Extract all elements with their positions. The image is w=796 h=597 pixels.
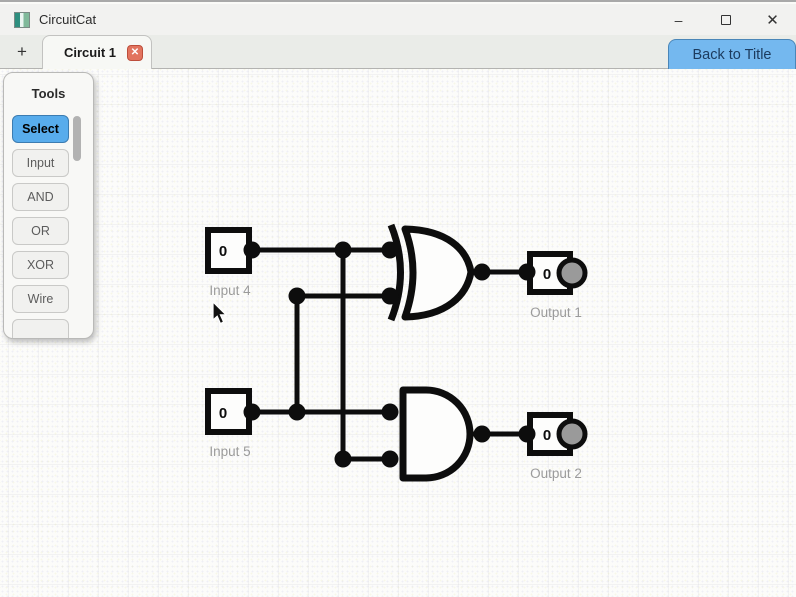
junction-dot (288, 403, 306, 421)
input4-label: Input 4 (209, 283, 251, 298)
output2-label: Output 2 (530, 466, 582, 481)
minimize-button[interactable]: – (655, 4, 702, 35)
output1-led (556, 257, 588, 289)
input4-value: 0 (219, 243, 227, 260)
tab-bar: + Circuit 1 ✕ Back to Title (0, 35, 796, 69)
close-button[interactable]: ✕ (749, 4, 796, 35)
output1-label: Output 1 (530, 305, 582, 320)
input4-component[interactable]: 0 Input 4 (205, 227, 252, 298)
and-gate[interactable] (399, 386, 474, 482)
connector-dot (473, 263, 491, 281)
maximize-button[interactable] (702, 4, 749, 35)
connector-dot (243, 403, 261, 421)
tool-button-select[interactable]: Select (12, 115, 69, 143)
circuit-canvas[interactable] (0, 69, 796, 597)
junction-dot (334, 241, 352, 259)
app-title: CircuitCat (39, 12, 97, 27)
tab-label: Circuit 1 (63, 45, 116, 60)
input5-label: Input 5 (209, 444, 250, 459)
connector-dot (381, 241, 399, 259)
xor-gate[interactable] (387, 223, 475, 322)
tool-button-partial[interactable] (12, 319, 69, 338)
tools-scrollbar[interactable] (73, 116, 81, 161)
close-icon: ✕ (766, 11, 779, 29)
maximize-icon (720, 14, 731, 25)
input5-value: 0 (219, 405, 227, 422)
title-bar: CircuitCat – ✕ (0, 4, 796, 35)
connector-dot (381, 450, 399, 468)
tools-panel-title: Tools (31, 86, 66, 101)
input5-box[interactable] (205, 388, 252, 435)
connector-dot (381, 287, 399, 305)
tab-close-button[interactable]: ✕ (127, 44, 143, 61)
tool-button-or[interactable]: OR (12, 217, 69, 245)
back-to-title-button[interactable]: Back to Title (668, 39, 796, 69)
connector-dot (473, 425, 491, 443)
input4-box[interactable] (205, 227, 252, 274)
mouse-cursor (212, 300, 228, 325)
tool-button-and[interactable]: AND (12, 183, 69, 211)
tool-button-wire[interactable]: Wire (12, 285, 69, 313)
connector-dot (518, 263, 536, 281)
tool-button-input[interactable]: Input (12, 149, 69, 177)
output1-value: 0 (543, 266, 551, 283)
input5-component[interactable]: 0 Input 5 (205, 388, 252, 459)
and-body (399, 386, 474, 482)
junction-dot (288, 287, 306, 305)
wire-input4-to-and-b[interactable] (340, 250, 390, 462)
connector-dot (243, 241, 261, 259)
xor-body (401, 225, 475, 321)
tools-panel: Tools Select Input AND OR XOR Wire (3, 72, 94, 339)
junction-dot (334, 450, 352, 468)
xor-back-arc (387, 223, 404, 322)
output2-component[interactable]: 0 Output 2 (527, 412, 588, 481)
output2-value: 0 (543, 427, 551, 444)
output1-component[interactable]: 0 Output 1 (527, 251, 588, 320)
wire-junctions (243, 241, 536, 468)
connector-dot (518, 425, 536, 443)
output2-led (556, 418, 588, 450)
new-tab-button[interactable]: + (10, 40, 34, 64)
connector-dot (381, 403, 399, 421)
minimize-icon: – (674, 11, 683, 28)
window-controls: – ✕ (655, 4, 796, 35)
tool-button-xor[interactable]: XOR (12, 251, 69, 279)
app-icon (14, 11, 30, 28)
tab-circuit-1[interactable]: Circuit 1 ✕ (42, 35, 152, 69)
